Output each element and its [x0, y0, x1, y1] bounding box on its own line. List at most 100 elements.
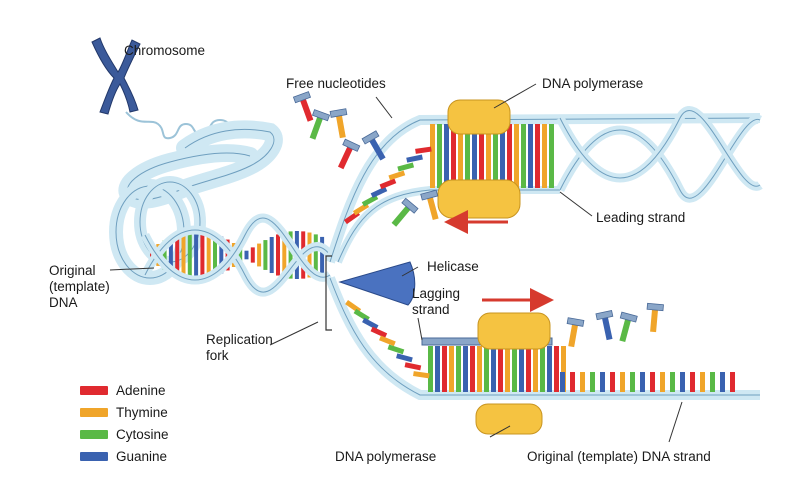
- base-pair-rung: [700, 372, 705, 392]
- base-pair-rung: [535, 124, 540, 188]
- base-pair-rung: [533, 346, 538, 392]
- base-pair-rung: [194, 231, 199, 279]
- replication-fork-bracket: [325, 255, 332, 331]
- dna-polymerase-bottom-label: DNA polymerase: [335, 449, 437, 464]
- base-pair-rung: [519, 346, 524, 392]
- legend-label: Guanine: [116, 448, 168, 464]
- free-nucleotide: [329, 108, 348, 139]
- free-nucleotides-label: Free nucleotides: [286, 76, 386, 91]
- base-pair-rung: [660, 372, 665, 392]
- parental-helix: [140, 213, 334, 297]
- free-nucleotide: [619, 311, 638, 343]
- helicase-label: Helicase: [427, 259, 479, 274]
- adenine-swatch: [80, 385, 108, 395]
- base-pair-rung: [430, 124, 435, 188]
- base-pair-rung: [370, 326, 388, 338]
- base-pair-rung: [521, 124, 526, 188]
- base-pair-rung: [238, 246, 243, 264]
- base-pair-rung: [406, 154, 423, 163]
- base-pair-rung: [276, 234, 280, 276]
- base-pair-rung: [435, 346, 440, 392]
- legend-item-adenine: Adenine: [80, 379, 169, 401]
- free-nucleotide: [361, 130, 386, 161]
- free-nucleotide: [595, 309, 614, 341]
- chromosome-icon: [91, 37, 141, 115]
- base-pair-rung: [590, 372, 595, 392]
- base-pair-rung: [720, 372, 725, 392]
- base-pair-rung: [600, 372, 605, 392]
- dna-polymerase-top-shape: [437, 99, 521, 219]
- base-pair-rung: [640, 372, 645, 392]
- legend-label: Adenine: [116, 382, 166, 398]
- base-pair-rung: [404, 362, 422, 371]
- free-nucleotides: [292, 91, 664, 348]
- base-pair-rung: [498, 346, 503, 392]
- dna-polymerase-top-label: DNA polymerase: [542, 76, 644, 91]
- base-pair-rung: [257, 243, 262, 267]
- base-pair-rung: [500, 124, 505, 188]
- base-pair-rung: [263, 240, 268, 270]
- lagging-strand-label: Lagging strand: [412, 286, 461, 317]
- base-pair-rung: [514, 124, 519, 188]
- base-pair-rung: [320, 236, 325, 274]
- base-pair-rung: [219, 236, 224, 274]
- base-pair-rung: [561, 346, 566, 392]
- replication-fork-label: Replication fork: [206, 332, 273, 363]
- helicase-shape: [338, 261, 416, 306]
- base-pair-rung: [353, 308, 370, 322]
- base-pair-rung: [486, 124, 491, 188]
- base-pair-rung: [415, 146, 432, 154]
- base-pair-rung: [313, 234, 318, 276]
- base-pair-rung: [528, 124, 533, 188]
- free-nucleotide: [309, 109, 331, 140]
- leader-lines: [109, 83, 683, 443]
- base-legend: Adenine Thymine Cytosine Guanine: [80, 379, 169, 467]
- base-pair-rung: [620, 372, 625, 392]
- base-pair-rung: [463, 346, 468, 392]
- coiled-dna: [109, 120, 283, 285]
- base-pair-rung: [570, 372, 575, 392]
- base-pair-rung: [175, 234, 180, 276]
- leading-strand-label: Leading strand: [596, 210, 686, 225]
- base-pair-rung: [690, 372, 695, 392]
- base-pair-rung: [387, 344, 405, 355]
- original-template-dna-strand-label: Original (template) DNA strand: [527, 449, 711, 464]
- base-pair-rung: [206, 232, 211, 278]
- free-nucleotide: [646, 302, 664, 333]
- base-pair-rung: [362, 317, 379, 330]
- base-pair-rung: [181, 232, 186, 278]
- base-pair-rung: [650, 372, 655, 392]
- base-pair-rung: [379, 335, 396, 347]
- base-pair-rung: [213, 234, 217, 276]
- base-pair-rung: [307, 232, 312, 278]
- base-pair-rung: [168, 237, 173, 273]
- base-pair-rung: [449, 346, 454, 392]
- base-pair-rung: [710, 372, 715, 392]
- base-pair-rung: [507, 124, 512, 188]
- legend-item-guanine: Guanine: [80, 445, 169, 467]
- chromatin-coil: [125, 111, 241, 140]
- base-pair-rung: [484, 346, 489, 392]
- base-pair-rung: [250, 247, 255, 263]
- base-pair-rung: [442, 346, 447, 392]
- base-pair-rung: [670, 372, 675, 392]
- base-pair-rung: [512, 346, 517, 392]
- base-pair-rung: [187, 231, 192, 279]
- cytosine-swatch: [80, 429, 108, 439]
- base-pair-rung: [465, 124, 470, 188]
- base-pair-rung: [396, 353, 413, 363]
- base-pair-rung: [470, 346, 475, 392]
- base-pair-rung: [269, 236, 274, 274]
- base-pair-rung: [397, 162, 415, 172]
- base-pair-rung: [560, 372, 565, 392]
- base-pair-rung: [162, 240, 167, 270]
- base-pair-rung: [580, 372, 585, 392]
- free-nucleotide: [337, 138, 361, 170]
- dna-polymerase-bottom-shape: [475, 312, 551, 435]
- base-pair-rung: [379, 178, 397, 190]
- base-pair-rung: [526, 346, 531, 392]
- base-pair-rung: [493, 124, 498, 188]
- base-pair-rung: [549, 124, 554, 188]
- base-pair-rung: [413, 371, 430, 379]
